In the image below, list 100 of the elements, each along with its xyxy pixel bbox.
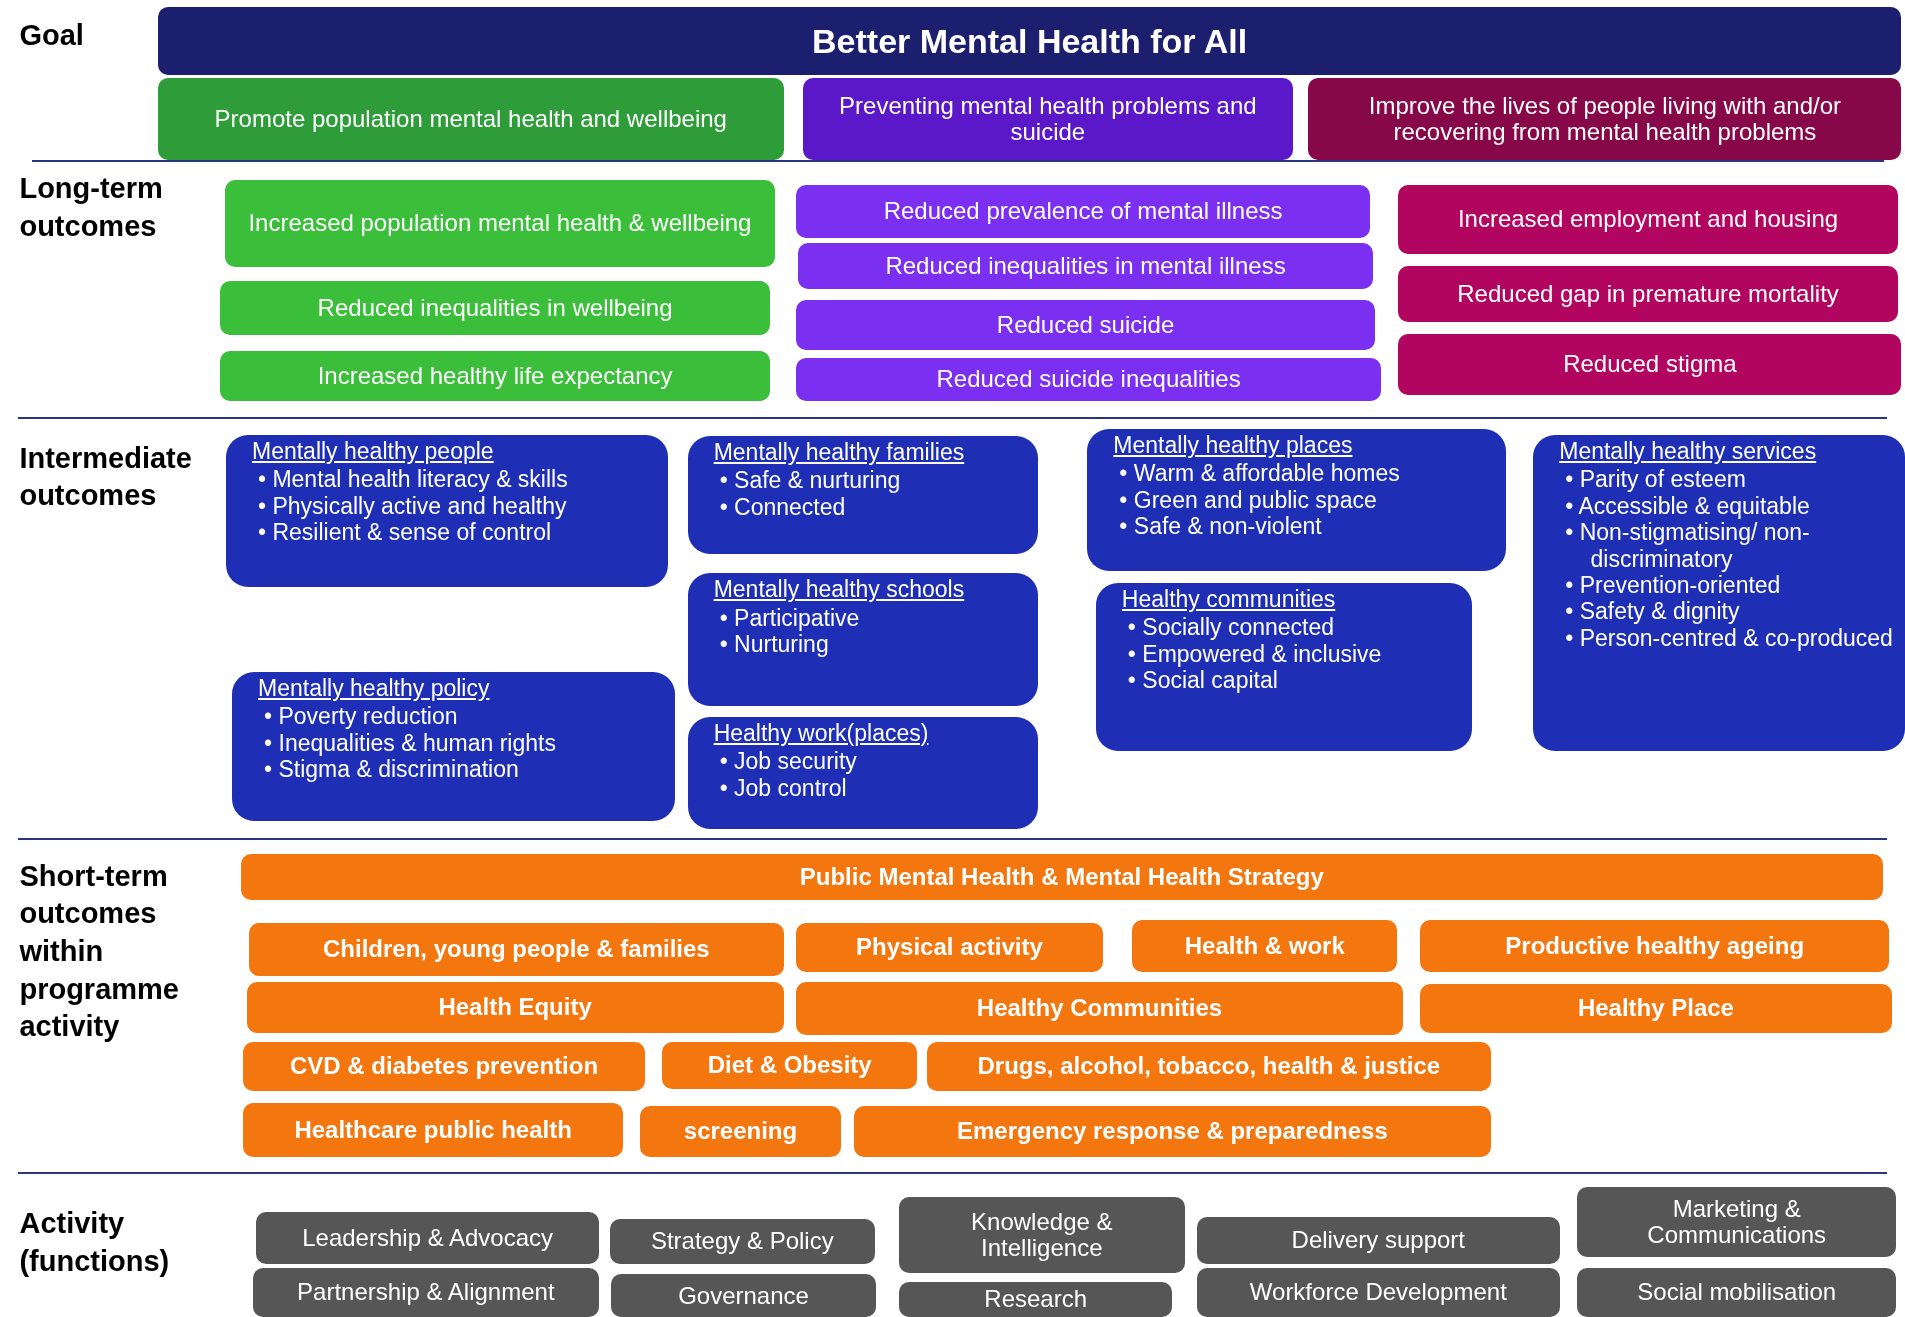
programme-box — [795, 923, 1104, 972]
outcome-box — [225, 434, 669, 587]
box-label: Social mobilisation — [1637, 1279, 1837, 1306]
box-label: Reduced suicide inequalities — [936, 366, 1241, 393]
bullet-item: • Safe & non-violent — [1119, 513, 1323, 540]
programme-box — [854, 1105, 1491, 1157]
function-box — [1196, 1217, 1560, 1264]
programme-box — [1420, 919, 1890, 972]
box-label: Better Mental Health for All — [812, 22, 1248, 60]
box-label: Promote population mental health and wellbeing — [214, 105, 727, 133]
bullet-item: • Resilient & sense of control — [257, 519, 553, 546]
box-heading: Mentally healthy policy — [258, 675, 490, 702]
box-label: Healthcare public health — [294, 1116, 572, 1144]
box-label: Strategy & Policy — [650, 1227, 834, 1255]
box-label: Research — [984, 1286, 1088, 1313]
function-box — [256, 1212, 599, 1264]
programme-box — [249, 923, 784, 976]
bullet-item: • Socially connected — [1127, 614, 1336, 641]
box-label: Health Equity — [438, 993, 592, 1021]
outcome-box — [795, 300, 1376, 350]
bullet-item: • Green and public space — [1119, 486, 1378, 514]
function-box — [1196, 1268, 1560, 1317]
outcome-box — [795, 184, 1371, 239]
box-label: Reduced inequalities in wellbeing — [317, 294, 673, 322]
box-heading: Healthy communities — [1121, 587, 1336, 613]
bullet-item: • Parity of esteem — [1565, 466, 1747, 493]
outcome-box — [1095, 583, 1473, 751]
outcome-box — [1087, 428, 1507, 571]
box-label: Governance — [678, 1282, 809, 1309]
programme-box — [243, 1042, 646, 1091]
aim-box — [157, 77, 784, 161]
row-heading: Activity (functions) — [19, 1206, 171, 1279]
function-box — [899, 1196, 1185, 1274]
bullet-item: • Person-centred & co-produced — [1565, 624, 1894, 652]
outcome-box — [687, 573, 1038, 706]
bullet-item: • Poverty reduction — [264, 703, 459, 730]
box-label: Reduced inequalities in mental illness — [885, 252, 1286, 280]
box-label: Increased population mental health & wellbeing — [248, 210, 752, 237]
box-label: Reduced suicide — [996, 311, 1175, 339]
box-label: Marketing & Communications — [1646, 1195, 1828, 1249]
box-label: CVD & diabetes prevention — [290, 1053, 599, 1080]
bullet-item: • Prevention-oriented — [1565, 572, 1782, 599]
box-label: Reduced gap in premature mortality — [1457, 280, 1839, 308]
outcome-box — [1398, 184, 1898, 254]
box-label: Workforce Development — [1249, 1279, 1507, 1306]
function-box — [1576, 1268, 1897, 1317]
box-label: Children, young people & families — [322, 936, 710, 963]
box-label: Health & work — [1184, 932, 1345, 959]
bullet-item: • Connected — [719, 493, 847, 521]
row-heading: Goal — [19, 18, 85, 53]
box-heading: Healthy work(places) — [713, 720, 929, 747]
programme-box — [240, 854, 1884, 901]
box-label: Increased healthy life expectancy — [317, 362, 673, 390]
programme-box — [246, 981, 784, 1033]
box-label: Knowledge & Intelligence — [970, 1208, 1114, 1262]
box-label: Productive healthy ageing — [1505, 932, 1805, 959]
box-label: Emergency response & preparedness — [956, 1117, 1388, 1145]
outcome-box — [219, 280, 771, 336]
bullet-item: • Empowered & inclusive — [1127, 640, 1382, 668]
outcome-box — [687, 436, 1038, 554]
box-label: Drugs, alcohol, tobacco, health & justice — [977, 1053, 1441, 1080]
function-box — [252, 1268, 599, 1317]
function-box — [611, 1274, 876, 1317]
box-label: Diet & Obesity — [707, 1052, 872, 1079]
bullet-item: • Job control — [719, 774, 848, 801]
bullet-item: • Safety & dignity — [1565, 598, 1741, 625]
programme-box — [1132, 919, 1398, 972]
outcome-box — [1533, 434, 1905, 751]
bullet-item: • Warm & affordable homes — [1119, 460, 1400, 487]
outcome-box — [798, 243, 1373, 290]
box-heading: Mentally healthy people — [251, 438, 494, 465]
bullet-item: • Stigma & discrimination — [264, 756, 520, 783]
outcome-box — [1398, 334, 1902, 395]
goal-banner — [157, 7, 1902, 76]
box-label: Preventing mental health problems and suicide — [838, 92, 1258, 146]
row-heading: Short-term outcomes within programme activity — [19, 858, 180, 1045]
bullet-item: • Job security — [719, 748, 857, 775]
box-label: screening — [683, 1117, 798, 1145]
box-label: Reduced stigma — [1563, 351, 1737, 378]
programme-box — [243, 1103, 624, 1157]
box-heading: Mentally healthy schools — [713, 577, 965, 603]
outcome-box — [219, 351, 771, 401]
bullet-item: • Non-stigmatising/ non-discriminatory — [1565, 519, 1811, 572]
bullet-item: • Inequalities & human rights — [264, 729, 556, 756]
box-heading: Mentally healthy services — [1559, 438, 1817, 465]
function-box — [609, 1218, 875, 1264]
box-label: Improve the lives of people living with and/or recovering from mental health problems — [1367, 92, 1843, 146]
box-label: Public Mental Health & Mental Health Strategy — [799, 863, 1324, 891]
bullet-item: • Physically active and healthy — [257, 492, 568, 520]
outcome-box — [795, 358, 1382, 401]
programme-box — [1420, 984, 1892, 1033]
box-label: Reduced prevalence of mental illness — [883, 198, 1283, 225]
box-label: Healthy Place — [1577, 995, 1734, 1022]
programme-box — [927, 1042, 1491, 1091]
outcome-box — [224, 179, 776, 268]
box-label: Partnership & Alignment — [297, 1279, 555, 1306]
outcome-box — [1398, 266, 1898, 322]
row-heading: Long-term outcomes — [19, 171, 164, 244]
programme-box — [795, 981, 1404, 1036]
row-heading: Intermediate outcomes — [19, 440, 193, 514]
